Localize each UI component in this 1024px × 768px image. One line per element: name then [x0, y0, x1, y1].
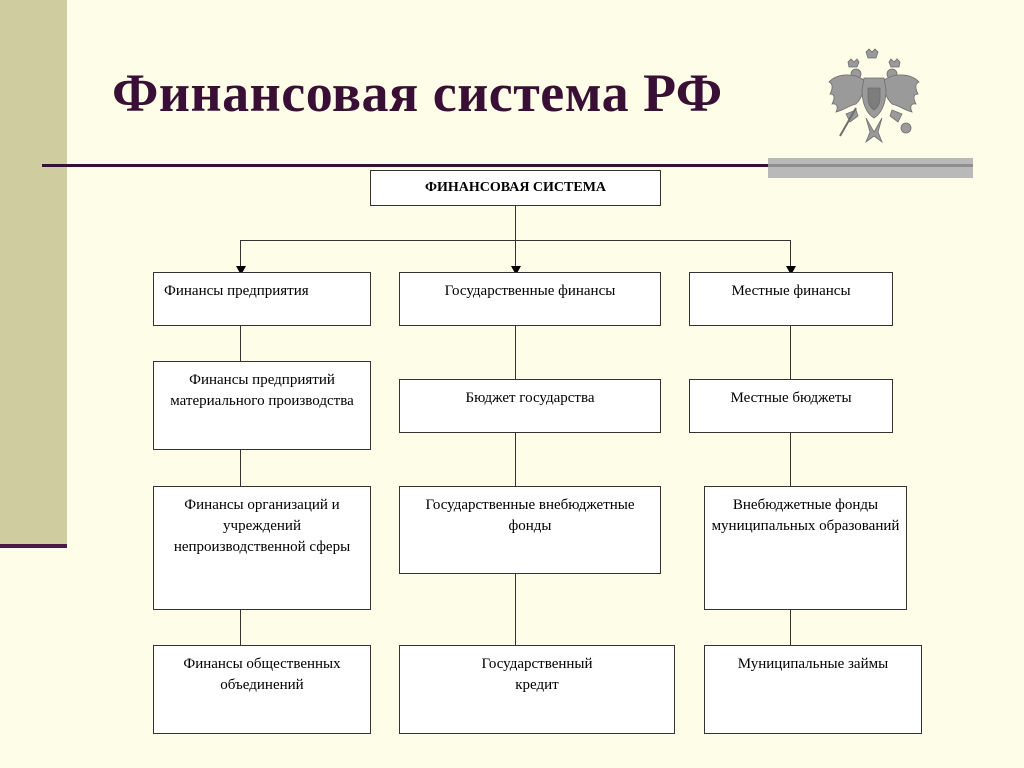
- column-connector-line: [790, 433, 791, 486]
- column-connector-line: [515, 326, 516, 379]
- column-connector-line: [515, 574, 516, 645]
- column-connector-line: [515, 433, 516, 486]
- node-state-credit: Государственный кредит: [399, 645, 675, 734]
- node-enterprise-finance: Финансы предприятия: [153, 272, 371, 326]
- root-stem-line: [515, 206, 516, 267]
- root-node: ФИНАНСОВАЯ СИСТЕМА: [370, 170, 661, 206]
- drop-line-left: [240, 240, 241, 267]
- drop-line-right: [790, 240, 791, 267]
- arrow-down-icon: [786, 266, 796, 275]
- left-decor-line: [0, 544, 67, 548]
- node-local-finance: Местные финансы: [689, 272, 893, 326]
- node-material-production: Финансы предприятий материального произв…: [153, 361, 371, 450]
- double-headed-eagle-emblem-icon: [828, 48, 920, 144]
- column-connector-line: [240, 450, 241, 486]
- node-local-budgets: Местные бюджеты: [689, 379, 893, 433]
- title-underline: [42, 164, 972, 167]
- column-connector-line: [240, 326, 241, 361]
- node-municipal-offbudget-funds: Внебюджетные фонды муниципальных образов…: [704, 486, 907, 610]
- node-state-offbudget-funds: Государственные внебюджетные фонды: [399, 486, 661, 574]
- node-public-associations: Финансы общественных объединений: [153, 645, 371, 734]
- column-connector-line: [240, 610, 241, 645]
- distribution-bar-line: [240, 240, 791, 241]
- arrow-down-icon: [511, 266, 521, 275]
- grey-decor-bar: [768, 158, 973, 178]
- node-state-finance: Государственные финансы: [399, 272, 661, 326]
- left-decor-band: [0, 0, 67, 548]
- arrow-down-icon: [236, 266, 246, 275]
- column-connector-line: [790, 326, 791, 379]
- slide-title: Финансовая система РФ: [112, 63, 723, 123]
- node-municipal-loans: Муниципальные займы: [704, 645, 922, 734]
- column-connector-line: [790, 610, 791, 645]
- node-nonproduction-sphere: Финансы организаций и учреждений непроиз…: [153, 486, 371, 610]
- node-state-budget: Бюджет государства: [399, 379, 661, 433]
